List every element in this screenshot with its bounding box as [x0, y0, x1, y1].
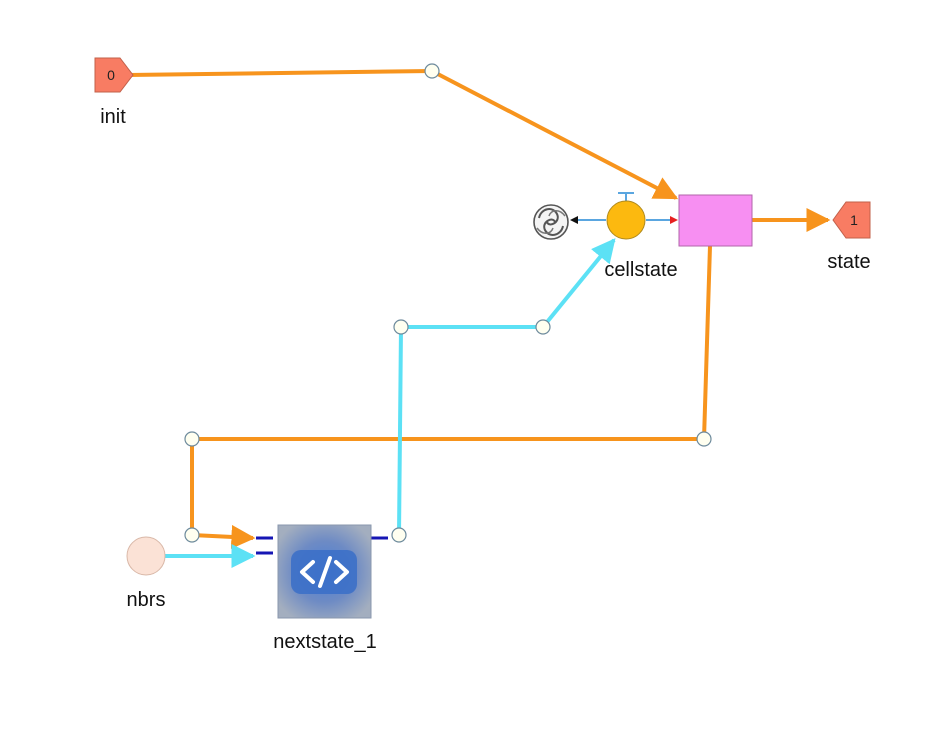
small-red-arrow-icon	[670, 216, 678, 224]
orange-wires	[127, 69, 831, 549]
init-label: init	[100, 106, 126, 128]
waypoints	[184, 63, 712, 543]
wire-pink-block-feedback[interactable]	[190, 245, 712, 535]
cyan-wires	[164, 238, 616, 568]
waypoint[interactable]	[184, 527, 200, 543]
waypoint[interactable]	[535, 319, 551, 335]
nextstate-block[interactable]: nextstate_1	[256, 524, 388, 653]
waypoint[interactable]	[184, 431, 200, 447]
nbrs-label: nbrs	[127, 589, 166, 611]
state-port-number: 1	[850, 212, 858, 228]
input-circle-icon	[126, 536, 166, 576]
pink-block[interactable]	[678, 194, 753, 247]
wire-init-to-waypoint[interactable]	[127, 69, 433, 77]
waypoint[interactable]	[391, 527, 407, 543]
waypoint[interactable]	[696, 431, 712, 447]
waypoint[interactable]	[424, 63, 440, 79]
state-label: state	[827, 251, 870, 273]
nextstate-label: nextstate_1	[273, 631, 376, 653]
outport-shape-icon	[832, 201, 871, 239]
waypoint[interactable]	[393, 319, 409, 335]
terminator-swirl-icon[interactable]	[533, 204, 569, 240]
wire-feedback-to-nextstate[interactable]	[191, 524, 256, 549]
init-block[interactable]: 0 init	[94, 57, 134, 128]
wire-nextstate-to-cellstate[interactable]	[397, 238, 616, 536]
nbrs-block[interactable]: nbrs	[126, 536, 166, 611]
store-circle-icon	[606, 200, 646, 240]
cellstate-label: cellstate	[604, 259, 677, 281]
init-port-number: 0	[107, 67, 115, 83]
code-icon	[300, 556, 349, 588]
inport-shape-icon	[94, 57, 134, 93]
cellstate-block[interactable]: cellstate	[604, 192, 678, 281]
state-block[interactable]: 1 state	[827, 201, 871, 273]
small-black-arrow-icon	[570, 216, 578, 224]
wire-waypoint-to-pink-block[interactable]	[431, 69, 679, 200]
